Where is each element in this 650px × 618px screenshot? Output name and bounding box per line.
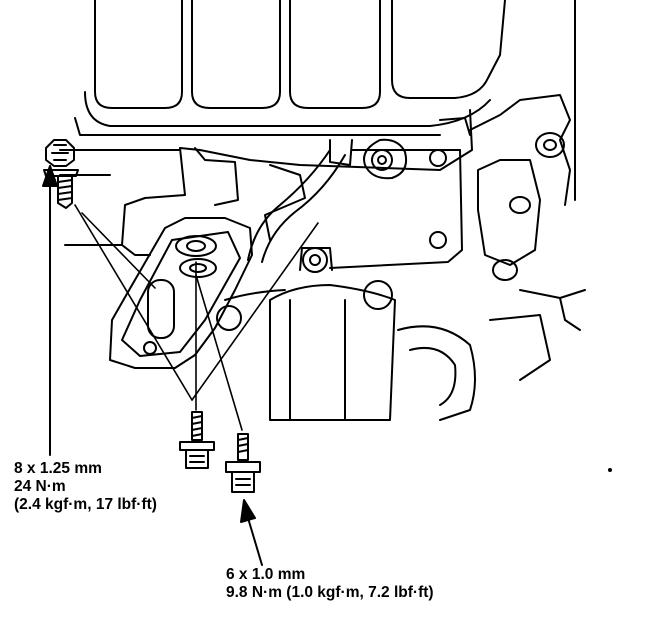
flange-bolt-8mm [43, 139, 79, 209]
callout-arrow-6mm [240, 499, 263, 566]
speck [608, 468, 612, 472]
intake-manifold [74, 0, 506, 136]
mounting-bracket [109, 217, 253, 369]
callout-8mm-bolt-torque: 8 x 1.25 mm 24 N·m (2.4 kgf·m, 17 lbf·ft… [14, 460, 157, 514]
bolt-size-label: 6 x 1.0 mm [226, 566, 306, 583]
callout-arrow-8mm [42, 165, 58, 456]
bolt-size-label: 8 x 1.25 mm [14, 460, 102, 477]
right-housing [469, 0, 586, 331]
flange-bolt-6mm-right [225, 433, 261, 493]
leader-lines [74, 204, 319, 431]
torque-alt-units-label: (2.4 kgf·m, 17 lbf·ft) [14, 496, 157, 513]
hose [247, 149, 346, 263]
flange-bolt-6mm-left [179, 411, 215, 469]
torque-value-label: 24 N·m [14, 478, 66, 495]
callout-6mm-bolt-torque: 6 x 1.0 mm 9.8 N·m (1.0 kgf·m, 7.2 lbf·f… [226, 566, 434, 602]
alternator-bracket [216, 138, 551, 421]
torque-value-label: 9.8 N·m (1.0 kgf·m, 7.2 lbf·ft) [226, 584, 434, 601]
engine-housing [59, 109, 473, 269]
